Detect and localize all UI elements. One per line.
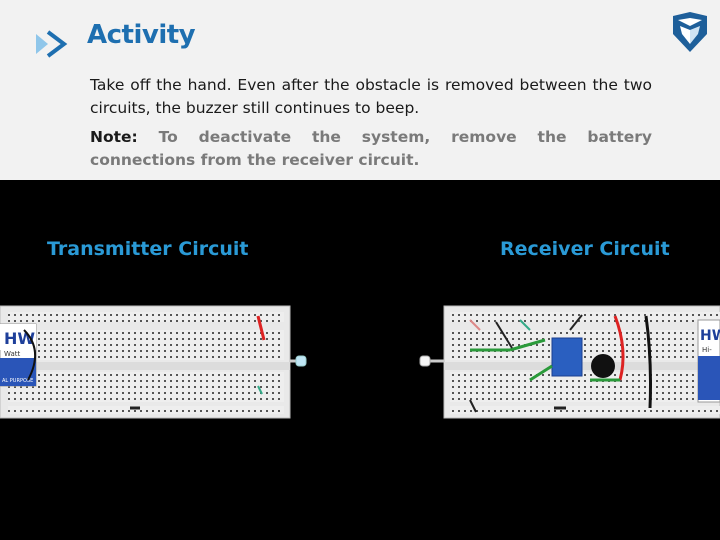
battery-left-bottom: AL PURPOSE bbox=[2, 378, 33, 384]
chevron-right-icon bbox=[36, 30, 68, 58]
battery-right-sub: Hi- bbox=[702, 346, 712, 354]
note-label: Note: bbox=[90, 128, 138, 146]
circuit-scene: HW Watt AL PURPOSE HW Hi- bbox=[0, 305, 720, 419]
transmitter-breadboard bbox=[0, 305, 307, 419]
battery-right-brand: HW bbox=[700, 328, 720, 344]
shield-logo-icon bbox=[673, 12, 707, 52]
battery-left-sub: Watt bbox=[4, 350, 21, 358]
receiver-breadboard bbox=[419, 305, 720, 419]
receiver-label: Receiver Circuit bbox=[500, 238, 670, 260]
page-title: Activity bbox=[87, 20, 196, 50]
battery-left: HW Watt AL PURPOSE bbox=[0, 323, 37, 387]
battery-right: HW Hi- bbox=[697, 319, 720, 403]
slide-header: Activity Take off the hand. Even after t… bbox=[0, 0, 720, 180]
note-text: To deactivate the system, remove the bat… bbox=[90, 128, 652, 169]
transmitter-label: Transmitter Circuit bbox=[47, 238, 249, 260]
note-paragraph: Note: To deactivate the system, remove t… bbox=[90, 126, 652, 172]
instruction-paragraph: Take off the hand. Even after the obstac… bbox=[90, 76, 652, 117]
